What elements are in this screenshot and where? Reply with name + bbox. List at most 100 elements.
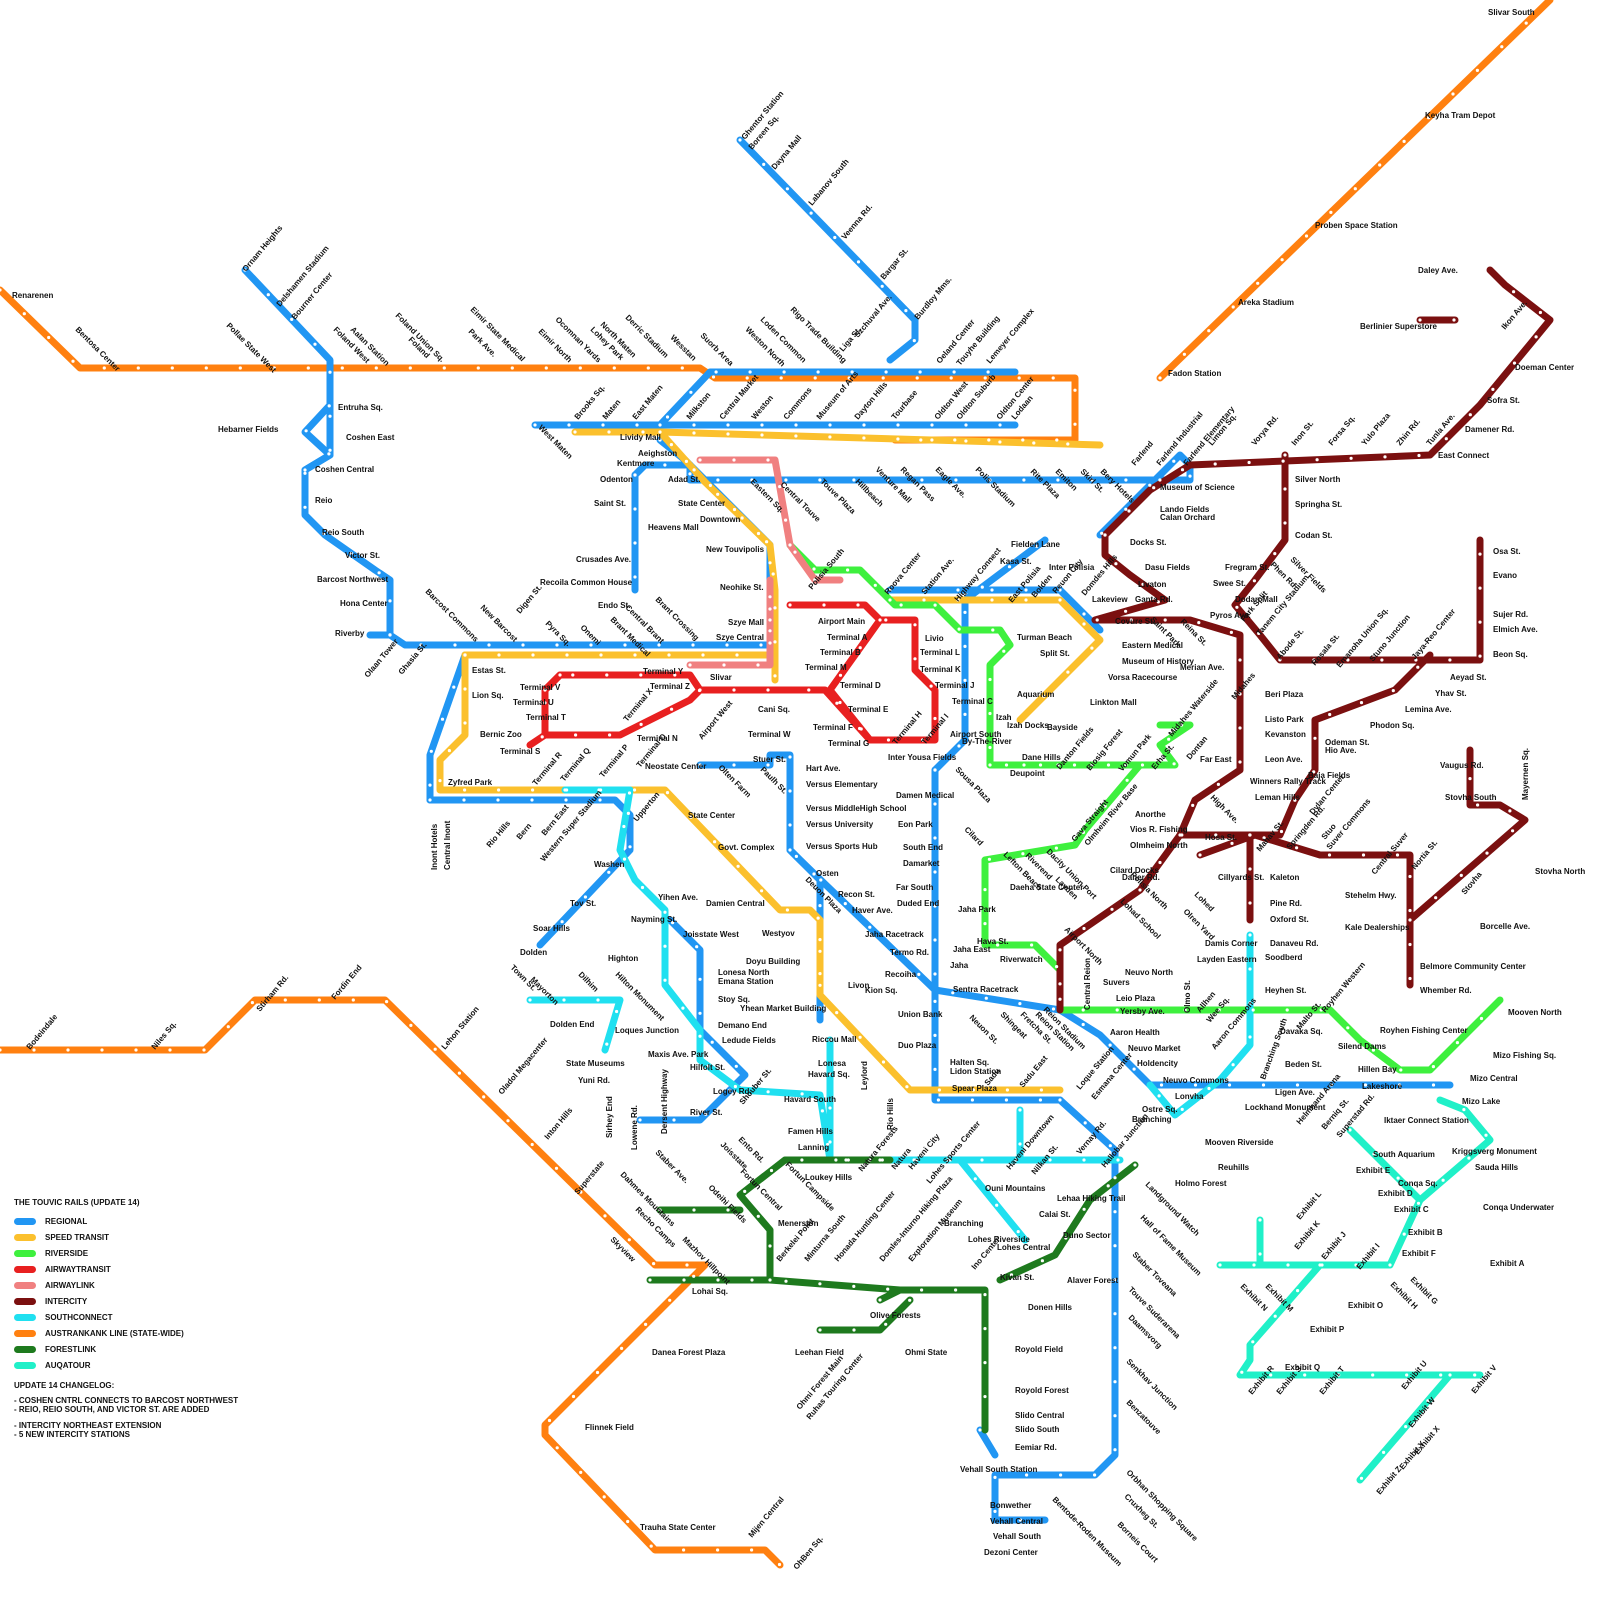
station-label: Stoy Sq. — [718, 995, 750, 1004]
station-label: Kevanston — [1265, 730, 1306, 739]
station-dot — [1383, 455, 1386, 458]
station-dot — [988, 746, 991, 749]
station-dot — [817, 917, 820, 920]
station-dot — [759, 643, 762, 646]
station-dot — [1432, 1083, 1435, 1086]
station-dot — [1107, 1184, 1110, 1187]
station-dot — [1124, 508, 1127, 511]
station-dot — [933, 1034, 936, 1037]
station-label: Vehall Central — [990, 1517, 1043, 1526]
station-dot — [1360, 701, 1363, 704]
station-dot — [1207, 1087, 1210, 1090]
station-dot — [812, 567, 815, 570]
station-dot — [772, 572, 775, 575]
station-label: Ostre Sq. — [1142, 1105, 1178, 1114]
station-label: Exhibit T — [1318, 1365, 1347, 1397]
station-dot — [938, 1088, 941, 1091]
station-dot — [750, 1278, 753, 1281]
station-label: High Ave. — [1209, 793, 1241, 825]
station-dot — [1172, 460, 1175, 463]
station-dot — [1232, 1063, 1235, 1066]
station-label: Berlinier Superstore — [1360, 322, 1437, 331]
station-dot — [882, 1060, 885, 1063]
station-label: Termo Rd. — [890, 948, 929, 957]
station-label: Phodon Sq. — [1370, 721, 1414, 730]
station-dot — [896, 437, 899, 440]
station-label: Inon St. — [1290, 419, 1316, 447]
station-dot — [531, 653, 534, 656]
station-dot — [993, 1476, 996, 1479]
legend-swatch — [14, 1234, 36, 1241]
station-dot — [672, 1118, 675, 1121]
station-dot — [633, 788, 636, 791]
station-label: Exhibit F — [1402, 1249, 1436, 1258]
station-label: State Museums — [566, 1059, 625, 1068]
station-label: Hillen Bay — [1358, 1065, 1397, 1074]
station-label: Lakeview — [1092, 595, 1128, 604]
station-label: Lohed — [1193, 890, 1216, 913]
station-dot — [239, 366, 242, 369]
station-dot — [930, 438, 933, 441]
station-label: Exhibit Y — [1398, 1439, 1427, 1471]
station-dot — [556, 1446, 559, 1449]
station-dot — [1511, 829, 1514, 832]
station-label: Terminal Z — [650, 682, 690, 691]
station-dot — [741, 516, 744, 519]
changelog-note: - INTERCITY NORTHEAST EXTENSION — [14, 1421, 314, 1430]
station-dot — [1041, 1259, 1044, 1262]
station-dot — [995, 1204, 998, 1207]
station-label: Oladol Megacenter — [497, 1036, 550, 1097]
legend-row: SOUTHCONNECT — [14, 1309, 314, 1325]
station-dot — [1198, 853, 1201, 856]
station-label: Mizo Central — [1470, 1074, 1518, 1083]
station-label: Terminal U — [513, 698, 554, 707]
station-dot — [818, 972, 821, 975]
station-label: Aeyad St. — [1450, 673, 1486, 682]
station-dot — [773, 640, 776, 643]
station-dot — [1173, 762, 1176, 765]
station-label: Duo Plaza — [898, 1041, 937, 1050]
station-dot — [743, 1190, 746, 1193]
station-dot — [987, 438, 990, 441]
station-dot — [1113, 1312, 1116, 1315]
station-dot — [828, 423, 831, 426]
station-label: Terminal K — [920, 665, 961, 674]
station-label: Stovha North — [1535, 867, 1585, 876]
station-dot — [1535, 335, 1538, 338]
station-label: Elmich Ave. — [1493, 625, 1538, 634]
station-dot — [1127, 509, 1130, 512]
station-dot — [650, 1545, 653, 1548]
station-dot — [963, 645, 966, 648]
station-label: Beri Plaza — [1265, 690, 1304, 699]
station-label: Demano End — [718, 1021, 767, 1030]
station-dot — [202, 1048, 205, 1051]
station-dot — [1052, 376, 1055, 379]
station-label: Far South — [896, 883, 933, 892]
legend-label: AIRWAYLINK — [45, 1281, 95, 1290]
station-dot — [1158, 1094, 1161, 1097]
station-dot — [1388, 1263, 1391, 1266]
station-label: Hilton Monument — [614, 970, 667, 1023]
station-label: Vios R. Fishing — [1130, 825, 1188, 834]
station-dot — [1539, 311, 1542, 314]
station-dot — [1252, 1263, 1255, 1266]
station-label: Vehall South — [993, 1532, 1041, 1541]
station-dot — [1002, 650, 1005, 653]
station-dot — [623, 643, 626, 646]
station-label: Reuhills — [1218, 1163, 1250, 1172]
station-dot — [698, 688, 701, 691]
station-dot — [579, 1471, 582, 1474]
station-label: Reio South — [322, 528, 364, 537]
station-dot — [732, 763, 735, 766]
station-dot — [794, 434, 797, 437]
station-label: Dane Hills — [1022, 753, 1061, 762]
station-label: Ornam Heights — [241, 223, 285, 273]
station-label: East Connect — [1438, 451, 1489, 460]
station-dot — [1408, 875, 1411, 878]
station-label: Suorb Area — [699, 331, 736, 368]
station-dot — [1316, 458, 1319, 461]
station-dot — [601, 423, 604, 426]
station-label: Donen Hills — [1028, 1303, 1073, 1312]
station-label: Fielden Lane — [1011, 540, 1060, 549]
station-label: Vehall South Station — [960, 1465, 1037, 1474]
